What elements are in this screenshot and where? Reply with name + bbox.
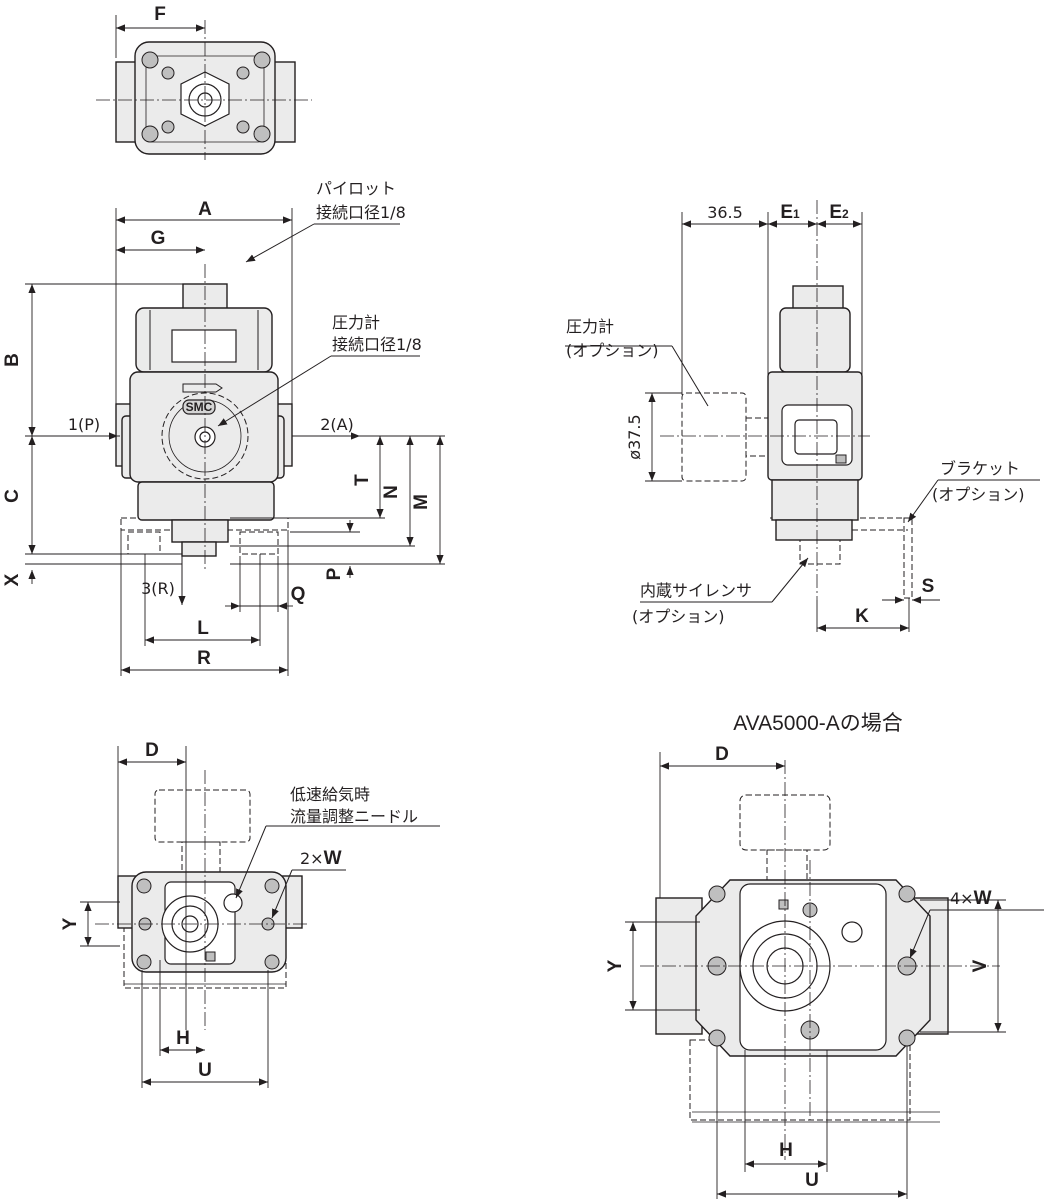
ava5000-view: AVA5000-Aの場合 D Y V [605,712,1044,1199]
dim-m: M [411,494,432,510]
dim-h-ava: H [779,1140,793,1161]
dim-b: B [2,353,23,367]
dim-dia-37-5: ø37.5 [625,414,644,459]
note-pilot-1: パイロット [316,179,396,198]
dim-g: G [151,228,166,249]
side-view: 36.5 E1 E2 ø37.5 K S 圧力計 (オプション) ブラケット (… [565,200,1040,632]
dim-e2: E2 [829,202,849,223]
note-gauge-opt-1: 圧力計 [566,317,614,336]
note-gauge-1: 圧力計 [332,313,380,332]
note-pilot-2: 接続口径1/8 [316,203,406,222]
note-silencer-1: 内蔵サイレンサ [640,581,752,600]
top-view: F [96,4,312,160]
brand-logo: SMC [186,400,213,414]
note-2xw: 2×W [300,848,342,869]
dim-u-ava: U [805,1170,819,1191]
dim-t: T [352,474,373,486]
dim-q: Q [291,584,306,605]
ava5000-title: AVA5000-Aの場合 [733,712,903,735]
dim-d: D [145,740,159,761]
dim-x: X [2,573,23,586]
note-gauge-2: 接続口径1/8 [332,335,422,354]
dim-s: S [922,576,935,597]
note-bracket-2: (オプション) [932,485,1025,504]
bottom-view: D Y H U 低速給気時 流量調整ニードル 2×W [60,740,440,1088]
port-1p: 1(P) [68,415,100,434]
dim-y-ava: Y [605,959,626,972]
note-4xw: 4×W [950,888,992,909]
dim-p: P [324,567,345,580]
dim-r: R [197,648,211,669]
dim-n: N [381,485,402,499]
dim-c: C [2,489,23,503]
dim-e1: E1 [780,202,800,223]
dim-l: L [197,618,209,639]
dim-k: K [855,606,869,627]
dim-h: H [176,1028,190,1049]
note-needle-2: 流量調整ニードル [290,807,418,826]
dim-d-ava: D [715,744,729,765]
dim-36-5: 36.5 [707,203,743,222]
dim-f: F [154,4,166,25]
dim-u: U [198,1060,212,1081]
dim-y: Y [60,917,81,930]
port-3r: 3(R) [141,579,175,598]
note-needle-1: 低速給気時 [290,785,370,804]
dim-v-ava: V [970,959,991,972]
port-2a: 2(A) [320,415,354,434]
note-silencer-2: (オプション) [632,607,725,626]
front-view: SMC A G B C X 1(P) 2(A) 3(R) [2,179,445,676]
note-gauge-opt-2: (オプション) [566,341,659,360]
dim-a: A [198,199,212,220]
note-bracket-1: ブラケット [940,459,1020,478]
